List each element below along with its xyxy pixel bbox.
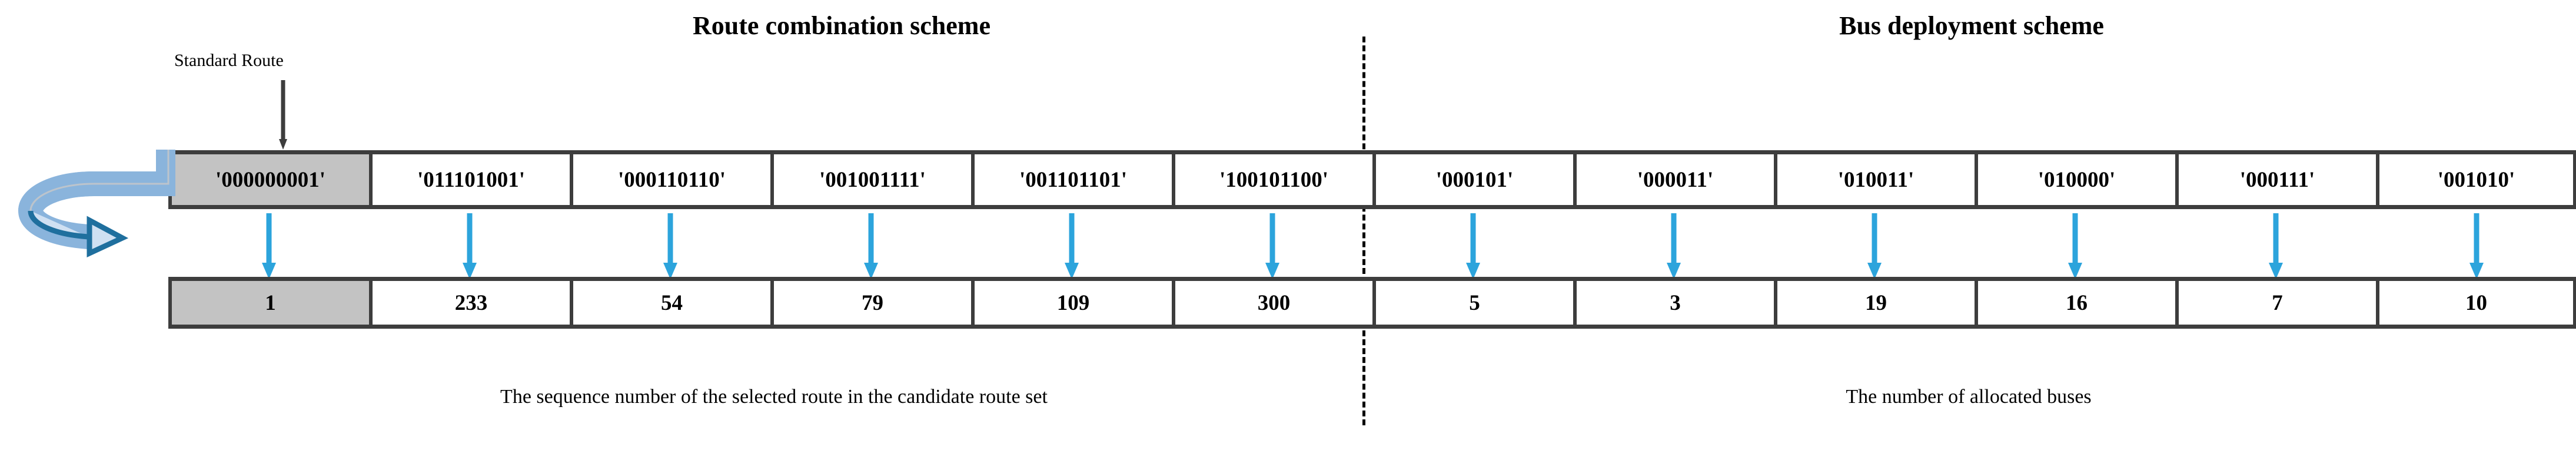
gene-cell[interactable]: '000101' <box>1372 154 1573 205</box>
decoded-cell[interactable]: 16 <box>1975 281 2175 325</box>
gene-cell[interactable]: '001101101' <box>971 154 1172 205</box>
gene-cell-value: '001001111' <box>819 167 926 192</box>
gene-cell[interactable]: '000111' <box>2175 154 2376 205</box>
gene-cell[interactable]: '001001111' <box>770 154 971 205</box>
decoded-cell[interactable]: 7 <box>2175 281 2376 325</box>
gene-cell[interactable]: '011101001' <box>369 154 570 205</box>
right-caption: The number of allocated buses <box>1846 386 2092 408</box>
bus-deployment-scheme-title: Bus deployment scheme <box>1839 11 2104 40</box>
decoded-cell[interactable]: 19 <box>1774 281 1975 325</box>
gene-cell[interactable]: '010000' <box>1975 154 2175 205</box>
route-combination-scheme-title: Route combination scheme <box>693 11 990 40</box>
left-caption: The sequence number of the selected rout… <box>500 386 1048 408</box>
connector-arrow-down-icon <box>1065 213 1079 279</box>
gene-cell[interactable]: '100101100' <box>1172 154 1372 205</box>
connector-arrow-down-icon <box>864 213 878 279</box>
gene-row: '000000001' '011101001' '000110110' '001… <box>168 150 2576 209</box>
gene-cell-value: '100101100' <box>1219 167 1329 192</box>
gene-cell[interactable]: '000000001' <box>168 154 369 205</box>
connector-arrow-down-icon <box>1667 213 1681 279</box>
decoded-cell-value: 19 <box>1865 290 1887 315</box>
decoded-cell-value: 16 <box>2066 290 2088 315</box>
decoded-cell-value: 3 <box>1670 290 1681 315</box>
decoded-cell[interactable]: 54 <box>570 281 770 325</box>
connector-arrow-down-icon <box>463 213 477 279</box>
gene-cell[interactable]: '001010' <box>2376 154 2576 205</box>
gene-cell[interactable]: '000011' <box>1573 154 1774 205</box>
decoded-cell[interactable]: 233 <box>369 281 570 325</box>
gene-cell-value: '000000001' <box>215 167 326 192</box>
connector-arrow-down-icon <box>1265 213 1279 279</box>
decoded-cell[interactable]: 109 <box>971 281 1172 325</box>
gene-cell-value: '000111' <box>2239 167 2315 192</box>
gene-cell-value: '011101001' <box>417 167 525 192</box>
standard-route-label: Standard Route <box>174 51 284 70</box>
scheme-divider <box>1362 37 1365 425</box>
decoded-cell-value: 5 <box>1469 290 1480 315</box>
decoded-cell-value: 10 <box>2465 290 2487 315</box>
gene-cell-value: '010000' <box>2037 167 2116 192</box>
connector-arrow-down-icon <box>1466 213 1480 279</box>
decoded-cell-value: 300 <box>1257 290 1291 315</box>
gene-cell[interactable]: '000110110' <box>570 154 770 205</box>
connector-arrow-down-icon <box>2068 213 2082 279</box>
decoded-cell[interactable]: 5 <box>1372 281 1573 325</box>
connector-arrow-down-icon <box>262 213 276 279</box>
decoded-cell-value: 109 <box>1056 290 1090 315</box>
gene-cell-value: '000011' <box>1637 167 1714 192</box>
decoded-cell-value: 7 <box>2272 290 2283 315</box>
decoded-cell-value: 79 <box>862 290 883 315</box>
gene-cell-value: '001101101' <box>1019 167 1127 192</box>
gene-cell[interactable]: '010011' <box>1774 154 1975 205</box>
decoded-cell[interactable]: 3 <box>1573 281 1774 325</box>
connector-arrow-down-icon <box>2269 213 2283 279</box>
decoded-cell-value: 1 <box>265 290 276 315</box>
decoded-cell[interactable]: 1 <box>168 281 369 325</box>
connector-arrow-down-icon <box>2469 213 2484 279</box>
gene-cell-value: '000110110' <box>618 167 726 192</box>
decoded-cell[interactable]: 10 <box>2376 281 2576 325</box>
connector-arrow-down-icon <box>1867 213 1882 279</box>
gene-cell-value: '001010' <box>2437 167 2515 192</box>
decoded-cell[interactable]: 79 <box>770 281 971 325</box>
gene-cell-value: '010011' <box>1837 167 1914 192</box>
gene-cell-value: '000101' <box>1435 167 1514 192</box>
decoded-cell-value: 54 <box>661 290 683 315</box>
curved-loop-arrow-icon <box>18 150 175 258</box>
connector-arrow-down-icon <box>663 213 677 279</box>
decoded-row: 1 233 54 79 109 300 5 3 19 16 7 10 <box>168 277 2576 329</box>
standard-route-arrow-down-icon <box>279 80 287 150</box>
decoded-cell-value: 233 <box>454 290 488 315</box>
decoded-cell[interactable]: 300 <box>1172 281 1372 325</box>
